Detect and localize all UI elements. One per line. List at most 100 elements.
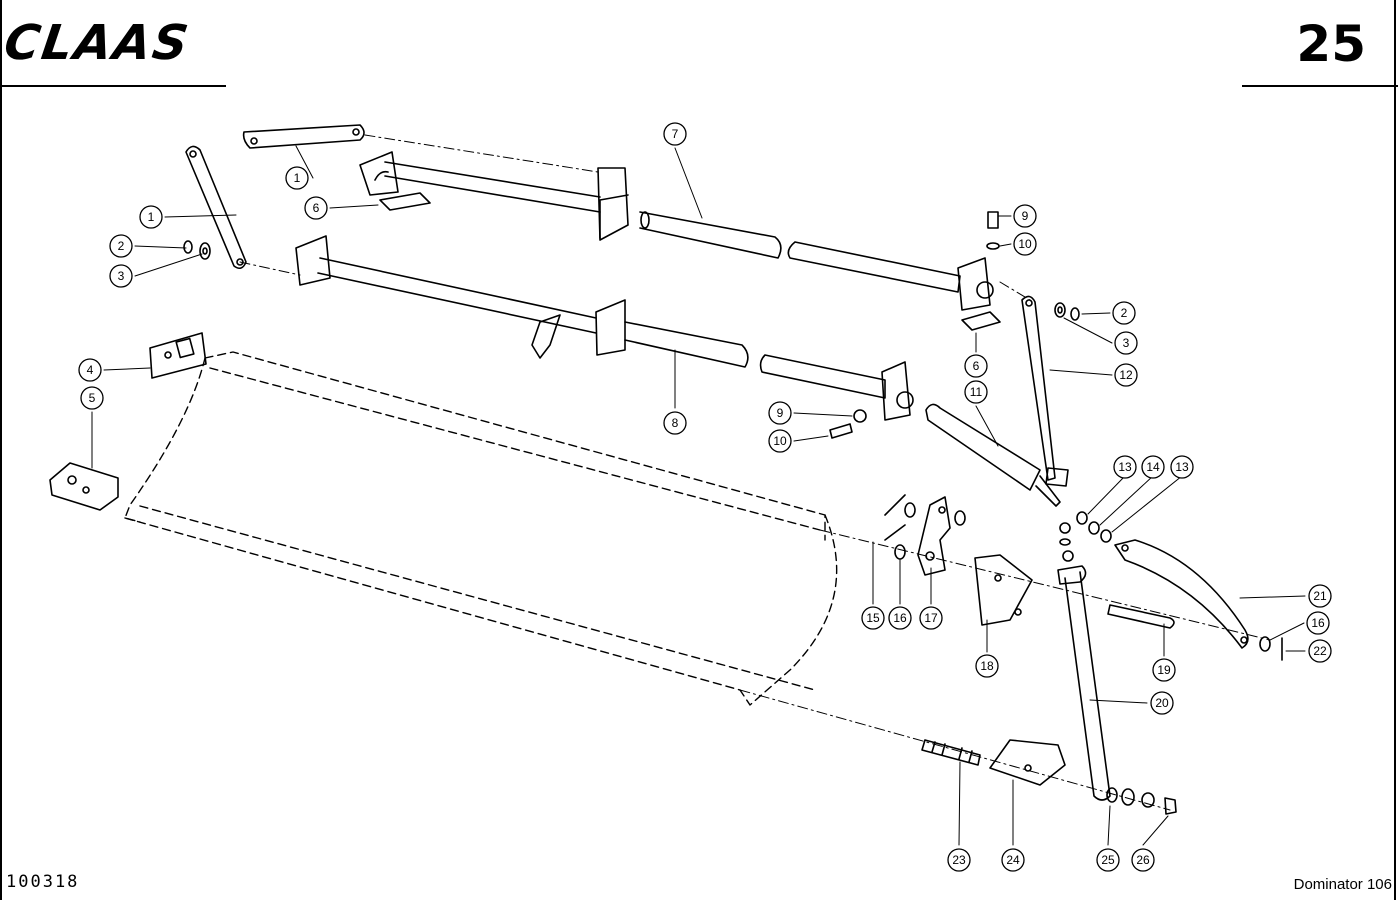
callout-number: 13 <box>1175 460 1189 474</box>
callout-bracket-right: 6 <box>964 354 988 378</box>
frame-left <box>0 0 2 900</box>
callout-circle <box>139 205 163 229</box>
callout-shaft-lower: 8 <box>663 411 687 435</box>
small-hardware <box>183 211 1283 815</box>
callout-circle <box>109 264 133 288</box>
callout-number: 22 <box>1313 644 1327 658</box>
callout-shaft-upper: 7 <box>663 122 687 146</box>
callout-number: 6 <box>313 201 320 215</box>
callout-washer-16a: 16 <box>888 606 912 630</box>
callout-circle <box>109 234 133 258</box>
callout-bracket-17: 17 <box>919 606 943 630</box>
drawing-number: 100318 <box>6 872 80 892</box>
callout-number: 24 <box>1006 853 1020 867</box>
callout-washer-14: 14 <box>1141 455 1165 479</box>
callout-pin-22: 22 <box>1308 639 1332 663</box>
callout-washer-lower: 9 <box>768 401 792 425</box>
callout-number: 5 <box>89 391 96 405</box>
callout-number: 7 <box>672 127 679 141</box>
callout-number: 16 <box>893 611 907 625</box>
callout-washer-upper-right: 9 <box>1013 204 1037 228</box>
callout-number: 11 <box>970 385 983 399</box>
rod-parts <box>185 124 1249 801</box>
callout-number: 3 <box>118 269 125 283</box>
callout-number: 1 <box>148 210 155 224</box>
shaft-lower <box>295 235 914 421</box>
callout-circle <box>1152 658 1176 682</box>
callout-number: 21 <box>1313 589 1327 603</box>
callout-circle <box>80 386 104 410</box>
callout-number: 10 <box>773 434 787 448</box>
callout-plate-4: 4 <box>78 358 102 382</box>
callout-nut-13b: 13 <box>1170 455 1194 479</box>
callout-bolt-upper-right: 10 <box>1013 232 1037 256</box>
callout-number: 15 <box>866 611 880 625</box>
callout-number: 18 <box>980 659 994 673</box>
callout-circle <box>1114 363 1138 387</box>
callout-circle <box>964 354 988 378</box>
callout-circle <box>1131 848 1155 872</box>
callout-number: 16 <box>1311 616 1325 630</box>
callout-plate-18: 18 <box>975 654 999 678</box>
callout-strut-11: 11 <box>964 380 988 404</box>
callout-number: 25 <box>1101 853 1115 867</box>
callout-circle <box>1112 301 1136 325</box>
logo-rule <box>0 85 226 87</box>
model-name: Dominator 106 <box>1293 876 1392 893</box>
callout-circle <box>1170 455 1194 479</box>
callout-circle <box>663 411 687 435</box>
callout-number: 9 <box>1022 209 1029 223</box>
callout-number: 10 <box>1018 237 1032 251</box>
callout-bracket-upper-left: 6 <box>304 196 328 220</box>
callout-bolt-lower: 10 <box>768 429 792 453</box>
callout-circle <box>1306 611 1330 635</box>
callout-number: 12 <box>1119 368 1133 382</box>
callout-circle <box>663 122 687 146</box>
callout-number: 9 <box>777 406 784 420</box>
callout-number: 4 <box>87 363 94 377</box>
callout-link-20: 20 <box>1150 691 1174 715</box>
callout-circle <box>768 429 792 453</box>
callout-number: 17 <box>924 611 938 625</box>
callout-circle <box>1114 331 1138 355</box>
page-rule <box>1242 85 1398 87</box>
callout-stud-23: 23 <box>947 848 971 872</box>
callout-circle <box>304 196 328 220</box>
callout-number: 13 <box>1118 460 1132 474</box>
callout-pin-19: 19 <box>1152 658 1176 682</box>
callout-circle <box>285 166 309 190</box>
callout-nut-26: 26 <box>1131 848 1155 872</box>
callout-circle <box>1308 639 1332 663</box>
callout-circle <box>861 606 885 630</box>
page-number: 25 <box>1296 15 1366 73</box>
callout-circle <box>78 358 102 382</box>
callout-number: 3 <box>1123 336 1130 350</box>
callout-arm-21: 21 <box>1308 584 1332 608</box>
callout-circle <box>947 848 971 872</box>
callout-number: 1 <box>294 171 301 185</box>
callout-circle <box>1308 584 1332 608</box>
callout-number: 20 <box>1155 696 1169 710</box>
callout-circle <box>1013 204 1037 228</box>
callout-circle <box>919 606 943 630</box>
callout-washer-16b: 16 <box>1306 611 1330 635</box>
callout-circle <box>964 380 988 404</box>
callout-circle <box>1001 848 1025 872</box>
callout-rod-left-lower: 1 <box>139 205 163 229</box>
callout-circle <box>1096 848 1120 872</box>
callout-rod-left-upper: 1 <box>285 166 309 190</box>
callout-number: 2 <box>118 239 125 253</box>
callout-ring-left: 3 <box>109 264 133 288</box>
callout-link-12: 12 <box>1114 363 1138 387</box>
shaft-upper <box>359 151 994 311</box>
callout-washer-right: 2 <box>1112 301 1136 325</box>
callout-plate-5: 5 <box>80 386 104 410</box>
callout-circle <box>1113 455 1137 479</box>
callout-circle <box>1013 232 1037 256</box>
callout-circle <box>1150 691 1174 715</box>
callout-number: 19 <box>1157 663 1171 677</box>
callout-washer-25: 25 <box>1096 848 1120 872</box>
